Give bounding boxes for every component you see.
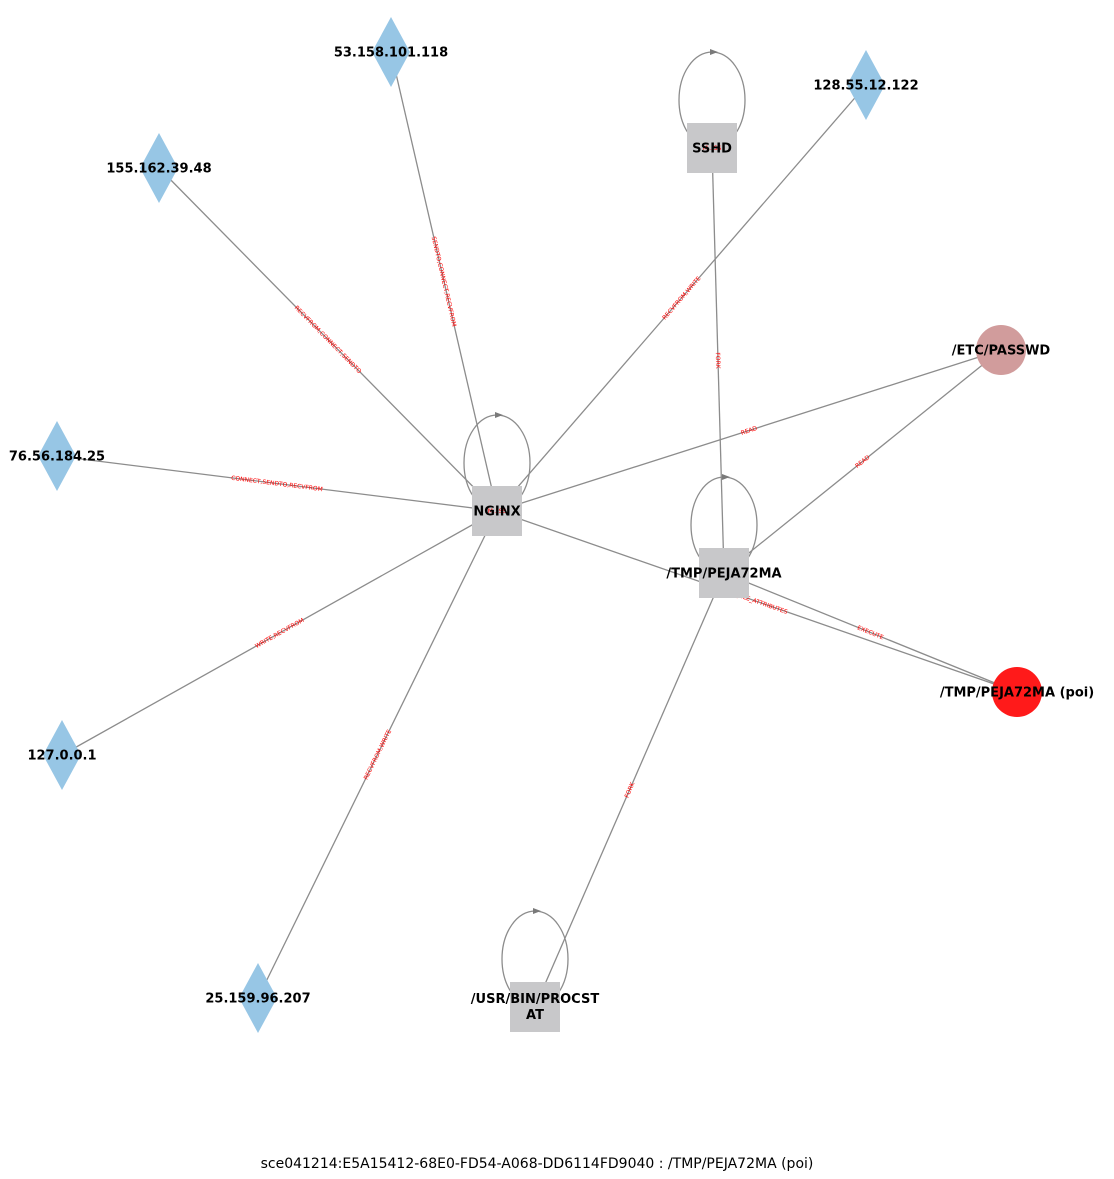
node-label-ip_76: 76.56.184.25 [9, 450, 105, 465]
node-ip_25-diamond[interactable] [239, 963, 277, 1033]
edge-label-sshd-tmp_proc: FORK [714, 352, 721, 370]
node-label-tmp_file: /TMP/PEJA72MA (poi) [940, 686, 1094, 701]
node-label-nginx: NGINX [473, 505, 520, 520]
edge-tmp_proc-passwd [723, 349, 1002, 574]
edge-nginx-passwd [496, 349, 1002, 512]
edge-label-nginx-ip_25: RECVFROM,WRITE [363, 728, 394, 781]
edge-label-nginx-passwd: READ [740, 425, 758, 437]
node-ip_53-diamond[interactable] [372, 17, 410, 87]
node-tmp_proc-box[interactable] [699, 548, 749, 598]
edge-label-nginx-ip_128: RECVFROM,WRITE [661, 275, 702, 321]
nodes-layer: M...SS M...SS [38, 17, 1042, 1033]
edge-label-nginx-ip_76: CONNECT,SENDTO,RECVFROM [231, 475, 323, 493]
node-procstat-box[interactable] [510, 982, 560, 1032]
node-passwd-circle[interactable] [976, 325, 1026, 375]
self-loop-label-nginx: M...SS [488, 508, 507, 515]
edge-nginx-ip_128 [496, 84, 867, 512]
edge-label-nginx-ip_127: WRITE,RECVFROM [254, 617, 305, 650]
edge-label-nginx-ip_155: RECVFROM,CONNECT,SENDTO [293, 305, 363, 376]
node-ip_127-diamond[interactable] [43, 720, 81, 790]
edge-label-nginx-ip_53: SENDTO,CONNECT,RECVFROM [430, 236, 458, 327]
node-label-ip_127: 127.0.0.1 [27, 749, 96, 764]
node-ip_155-diamond[interactable] [140, 133, 178, 203]
self-loop-arrow-sshd [710, 49, 718, 55]
edge-nginx-ip_155 [158, 167, 498, 512]
edge-sshd-tmp_proc [711, 147, 725, 574]
edge-nginx-ip_127 [61, 510, 498, 756]
edge-tmp_proc-tmp_file [723, 572, 1018, 693]
node-nginx-box[interactable] [472, 486, 522, 536]
node-label-ip_25: 25.159.96.207 [205, 992, 310, 1007]
edge-nginx-ip_53 [390, 51, 498, 512]
self-loop-arrow-procstat [533, 908, 541, 914]
node-label-line: /USR/BIN/PROCST [471, 992, 600, 1007]
node-label-sshd: SSHD [692, 142, 732, 157]
edge-nginx-ip_25 [257, 510, 498, 999]
self-loop-arrow-tmp_proc [722, 474, 730, 480]
node-label-tmp_proc: /TMP/PEJA72MA [666, 567, 781, 582]
node-label-line: AT [526, 1008, 544, 1023]
node-sshd-box[interactable] [687, 123, 737, 173]
node-label-ip_128: 128.55.12.122 [813, 79, 918, 94]
node-label-ip_155: 155.162.39.48 [106, 162, 211, 177]
node-label-ip_53: 53.158.101.118 [334, 46, 448, 61]
edge-tmp_proc-procstat [534, 572, 725, 1008]
node-label-passwd: /ETC/PASSWD [952, 344, 1051, 359]
self-loop-arrow-nginx [495, 412, 503, 418]
edge-nginx-tmp_file [496, 510, 1018, 693]
edge-nginx-ip_76 [56, 455, 498, 512]
self-loop-label-sshd: M...SS [703, 145, 722, 152]
node-ip_128-diamond[interactable] [847, 50, 885, 120]
edge-label-tmp_proc-tmp_file: EXECUTE [856, 625, 885, 642]
edges-layer: SENDTO,CONNECT,RECVFROM RECVFROM,WRITE REC… [56, 51, 1018, 1008]
edge-label-tmp_proc-procstat: FORK [623, 780, 636, 799]
node-ip_76-diamond[interactable] [38, 421, 76, 491]
graph-caption: sce041214:E5A15412-68E0-FD54-A068-DD6114… [261, 1156, 814, 1172]
node-tmp_file-circle[interactable] [992, 667, 1042, 717]
